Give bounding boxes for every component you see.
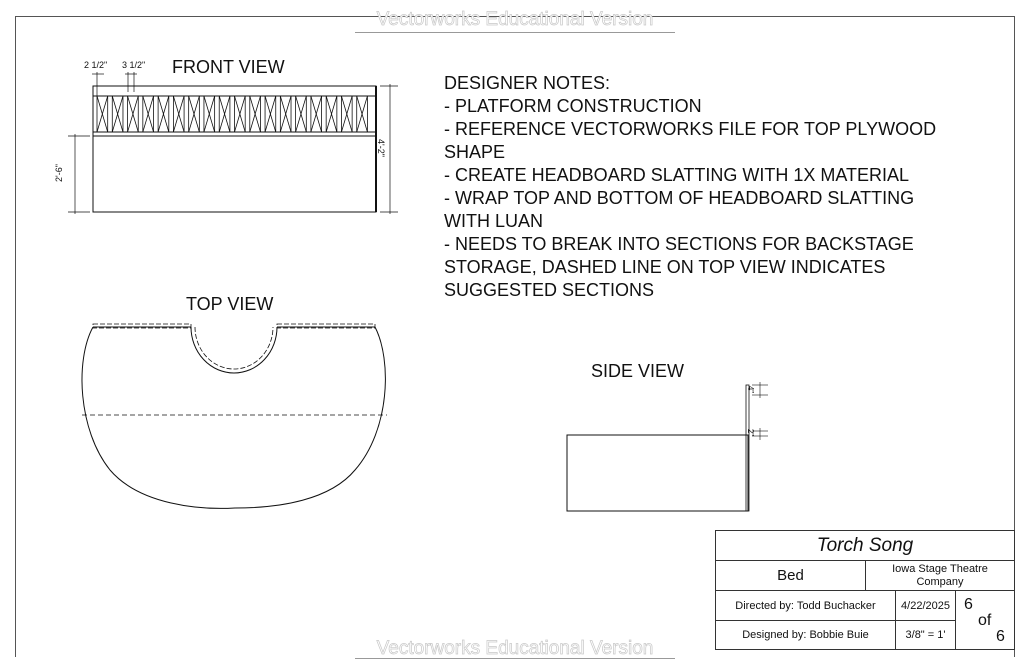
slat-line [218,95,231,133]
slat-line [96,95,109,133]
dim-slat-width: 3 1/2" [122,60,146,70]
page-current: 6 [964,596,973,613]
page-number: 6 of 6 [956,591,1014,649]
slat-line [111,95,124,133]
slat-line [249,95,261,133]
note-line: SHAPE [444,142,506,162]
side-view-title: SIDE VIEW [591,361,685,381]
watermark-top: Vectorworks Educational Version [376,9,654,31]
notes-heading: DESIGNER NOTES: [444,73,611,93]
slat-line [173,95,185,133]
note-line: STORAGE, DASHED LINE ON TOP VIEW INDICAT… [444,257,886,277]
slat-line [234,95,246,133]
front-view-title: FRONT VIEW [172,57,285,77]
slat-line [188,95,200,133]
page-total: 6 [996,628,1005,645]
side-view-drawing [566,382,768,512]
sheet-border [15,16,1015,657]
slat-line [142,95,154,133]
slat-line [356,95,368,133]
note-line: - PLATFORM CONSTRUCTION [444,96,702,116]
scale: 3/8" = 1' [896,621,956,649]
watermark-bottom: Vectorworks Educational Version [376,638,654,660]
slat-line [310,95,322,133]
company-name: Iowa Stage Theatre Company [866,561,1014,591]
designed-by: Designed by: Bobbie Buie [716,621,896,649]
watermark-top-line [355,32,675,33]
slat-line [157,95,170,133]
top-outline [81,326,386,509]
title-block: Torch Song Bed Iowa Stage Theatre Compan… [715,530,1015,650]
slat-line [203,95,216,133]
slat-line [295,95,307,133]
top-view-drawing [81,323,387,509]
headboard-slats [96,95,368,133]
dim-slat-gap: 2 1/2" [84,60,108,70]
note-line: SUGGESTED SECTIONS [444,280,655,300]
front-view-drawing [68,72,398,214]
note-line: - WRAP TOP AND BOTTOM OF HEADBOARD SLATT… [444,188,915,208]
slat-line [127,95,139,133]
slat-line [325,95,338,133]
designer-notes: DESIGNER NOTES: - PLATFORM CONSTRUCTION … [444,72,1004,302]
slat-line [279,95,292,133]
directed-by: Directed by: Todd Buchacker [716,591,896,621]
note-line: WITH LUAN [444,211,543,231]
date: 4/22/2025 [896,591,956,621]
slat-line [341,95,353,133]
note-line: - REFERENCE VECTORWORKS FILE FOR TOP PLY… [444,119,937,139]
top-view-title: TOP VIEW [186,294,274,314]
page-of: of [978,612,992,629]
note-line: - NEEDS TO BREAK INTO SECTIONS FOR BACKS… [444,234,914,254]
slat-line [264,95,277,133]
show-title: Torch Song [716,531,1014,561]
item-name: Bed [716,561,866,591]
note-line: - CREATE HEADBOARD SLATTING WITH 1X MATE… [444,165,910,185]
